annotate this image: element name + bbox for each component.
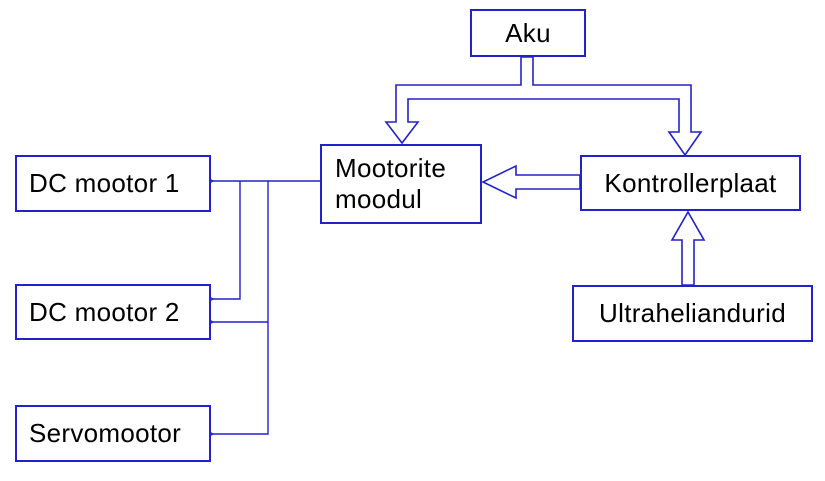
kontrollerplaat-to-mootorite-hollow-arrow xyxy=(481,164,581,200)
node-aku: Aku xyxy=(470,9,586,57)
mootorite-to-dc-mootor-2-arrow-upper xyxy=(202,181,241,305)
node-aku-label: Aku xyxy=(505,17,551,48)
aku-to-modules-hollow-arrow xyxy=(384,56,703,157)
node-ultraheliandurid: Ultraheliandurid xyxy=(572,285,813,342)
node-dc-mootor-1: DC mootor 1 xyxy=(15,155,211,212)
node-dc-mootor-1-label: DC mootor 1 xyxy=(29,168,180,198)
node-dc-mootor-2-label: DC mootor 2 xyxy=(29,296,180,327)
node-mootorite-moodul-label: Mootorite moodul xyxy=(335,153,447,214)
node-ultraheliandurid-label: Ultraheliandurid xyxy=(599,298,786,328)
node-dc-mootor-2: DC mootor 2 xyxy=(15,284,211,340)
mootorite-to-servomootor-arrow xyxy=(202,181,269,440)
node-kontrollerplaat: Kontrollerplaat xyxy=(580,155,801,211)
node-kontrollerplaat-label: Kontrollerplaat xyxy=(604,167,777,198)
node-mootorite-moodul: Mootorite moodul xyxy=(320,144,482,224)
ultraheliandurid-to-kontrollerplaat-hollow-arrow xyxy=(670,210,706,286)
node-servomootor: Servomootor xyxy=(15,405,211,462)
node-servomootor-label: Servomootor xyxy=(29,418,182,448)
